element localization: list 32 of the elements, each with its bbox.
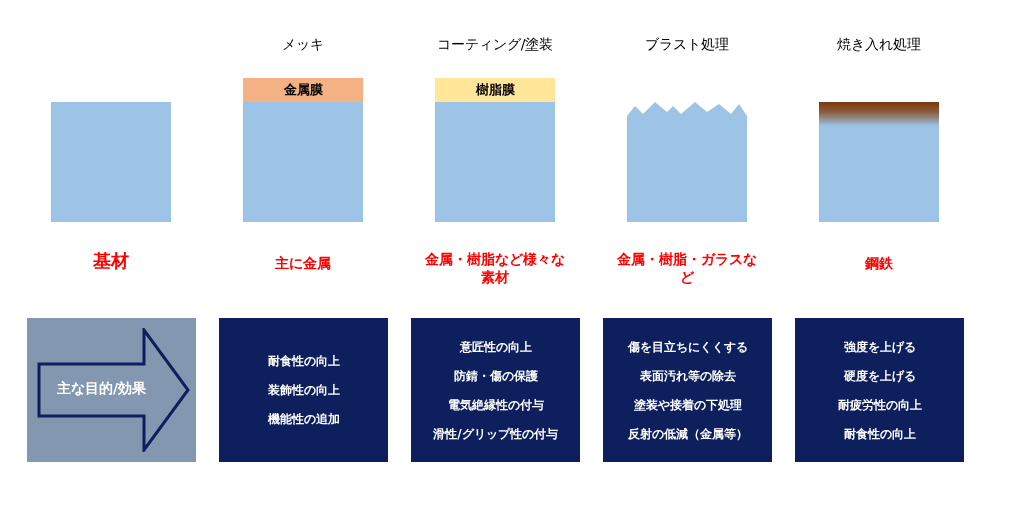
purpose-heading: 主な目的/効果 <box>57 380 147 398</box>
heading-text: ブラスト処理 <box>644 36 730 54</box>
metal-film-layer: 金属膜 <box>243 78 363 102</box>
effect-text: 傷を目立ちにくくする <box>627 338 748 356</box>
effect-text: 意匠性の向上 <box>459 338 532 356</box>
material-text: 金属・樹脂・ガラスなど <box>616 250 758 286</box>
effects-panel <box>603 318 772 462</box>
material-text: 鋼鉄 <box>864 254 894 272</box>
material-text: 主に金属 <box>274 254 332 272</box>
effect-text: 装飾性の向上 <box>267 382 340 399</box>
effect-text: 塗装や接着の下処理 <box>633 396 742 414</box>
effect-text: 電気絶縁性の付与 <box>447 396 544 414</box>
effect-text: 機能性の追加 <box>267 411 340 428</box>
effect-text: 強度を上げる <box>843 338 916 356</box>
effect-text: 硬度を上げる <box>843 367 916 385</box>
effect-text: 表面汚れ等の除去 <box>639 367 736 385</box>
effect-text: 耐食性の向上 <box>267 353 340 370</box>
effect-text: 耐疲労性の向上 <box>837 396 922 414</box>
effect-text: 滑性/グリップ性の付与 <box>433 425 558 443</box>
effect-text: 防錆・傷の保護 <box>453 367 538 385</box>
effects-panel <box>795 318 964 462</box>
effect-text: 耐食性の向上 <box>843 425 916 443</box>
heading-text: メッキ <box>281 36 325 54</box>
heading-text: コーティング/塗装 <box>435 36 555 54</box>
effect-text: 反射の低減（金属等） <box>627 425 748 443</box>
material-text: 金属・樹脂など様々な素材 <box>424 250 566 286</box>
material-text: 基材 <box>92 252 130 270</box>
effects-panel <box>411 318 580 462</box>
heading-text: 焼き入れ処理 <box>836 36 922 54</box>
effects-panel <box>219 318 388 462</box>
purpose-panel <box>27 318 196 462</box>
resin-film-layer: 樹脂膜 <box>435 78 555 102</box>
